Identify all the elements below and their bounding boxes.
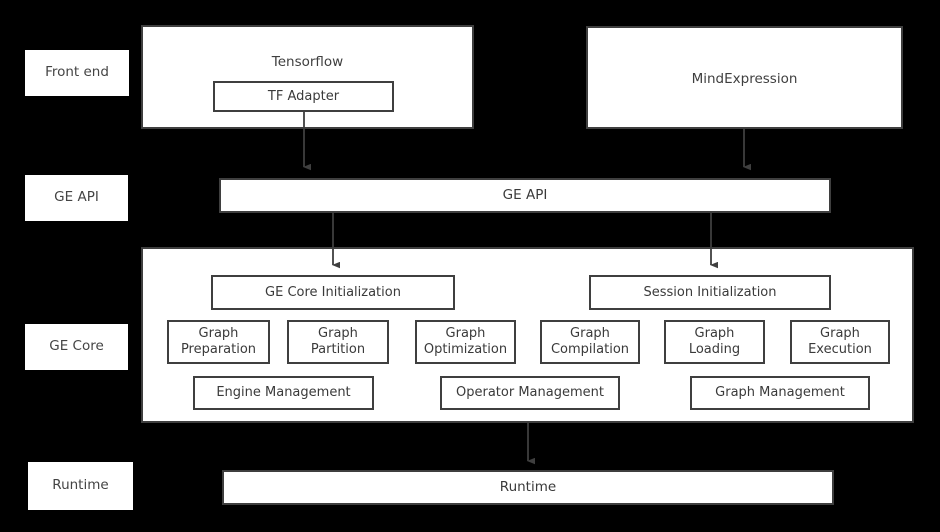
ge-api-bar[interactable]: GE API [219,178,831,213]
graph-execution-node[interactable]: Graph Execution [790,320,890,364]
tensorflow-group-title: Tensorflow [271,54,344,70]
graph-optimization-node[interactable]: Graph Optimization [415,320,516,364]
operator-management-node[interactable]: Operator Management [440,376,620,410]
tensorflow-group: Tensorflow [141,25,474,129]
graph-compilation-node[interactable]: Graph Compilation [540,320,640,364]
mindexpression-group: MindExpression [586,26,903,129]
tf-adapter-node[interactable]: TF Adapter [213,81,394,112]
engine-management-node[interactable]: Engine Management [193,376,374,410]
runtime-bar[interactable]: Runtime [222,470,834,505]
stage-label-runtime: Runtime [28,462,133,510]
session-initialization-node[interactable]: Session Initialization [589,275,831,310]
graph-preparation-node[interactable]: Graph Preparation [167,320,270,364]
ge-core-initialization-node[interactable]: GE Core Initialization [211,275,455,310]
graph-loading-node[interactable]: Graph Loading [664,320,765,364]
stage-label-ge-core: GE Core [25,324,128,370]
graph-management-node[interactable]: Graph Management [690,376,870,410]
stage-label-ge-api: GE API [25,175,128,221]
graph-partition-node[interactable]: Graph Partition [287,320,389,364]
stage-label-front-end: Front end [25,50,129,96]
mindexpression-group-title: MindExpression [691,71,798,87]
